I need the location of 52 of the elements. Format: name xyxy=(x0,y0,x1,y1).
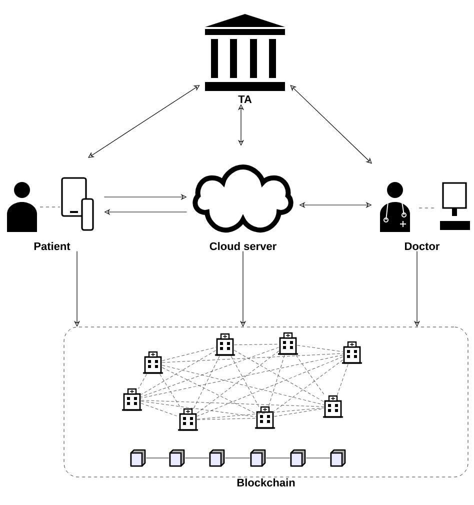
block-cube xyxy=(130,449,146,467)
node-label: Patient xyxy=(34,242,70,250)
hospital-icon xyxy=(122,388,142,411)
blockchain-box: Blockchain xyxy=(64,326,468,486)
connector xyxy=(140,403,180,417)
hospital-icon xyxy=(178,408,198,431)
block-cube xyxy=(209,449,225,467)
connector xyxy=(193,356,220,410)
node-label: Cloud server xyxy=(210,242,276,250)
block-cube xyxy=(250,449,266,467)
connector xyxy=(296,345,344,352)
connector xyxy=(234,350,324,402)
hospital-icon xyxy=(143,351,163,374)
connector xyxy=(140,347,280,397)
hospital-icon xyxy=(255,406,275,429)
connector xyxy=(274,360,344,412)
connector xyxy=(140,400,324,407)
connector xyxy=(296,354,326,396)
actor-node: Doctor xyxy=(380,182,470,250)
connector xyxy=(160,374,182,410)
actor-node: Patient xyxy=(7,177,94,250)
connector xyxy=(140,401,256,417)
connector xyxy=(196,356,344,416)
block-cube xyxy=(330,449,346,467)
connector xyxy=(268,354,285,408)
connector xyxy=(196,408,324,420)
connector xyxy=(140,354,344,398)
connector xyxy=(138,374,147,390)
connector xyxy=(162,367,256,414)
connector xyxy=(230,356,260,408)
block-cube xyxy=(290,449,306,467)
hospital-icon xyxy=(278,332,298,355)
hospital-icon xyxy=(342,341,362,364)
arrow xyxy=(290,85,372,164)
connector xyxy=(336,364,348,396)
connector xyxy=(234,344,280,346)
node-label: Blockchain xyxy=(237,478,295,486)
connector xyxy=(274,408,324,417)
hospital-icon xyxy=(215,333,235,356)
connector xyxy=(140,350,216,395)
actor-node: Cloud server xyxy=(192,164,294,250)
connector xyxy=(196,350,280,414)
connector xyxy=(162,353,344,363)
actor-node: TA xyxy=(205,14,285,103)
hospital-icon xyxy=(323,395,343,418)
connector xyxy=(162,347,216,361)
node-label: Doctor xyxy=(405,242,440,250)
arrow xyxy=(88,85,200,158)
connector xyxy=(196,418,256,420)
block-cube xyxy=(169,449,185,467)
node-label: TA xyxy=(238,95,252,103)
connector xyxy=(162,365,324,405)
